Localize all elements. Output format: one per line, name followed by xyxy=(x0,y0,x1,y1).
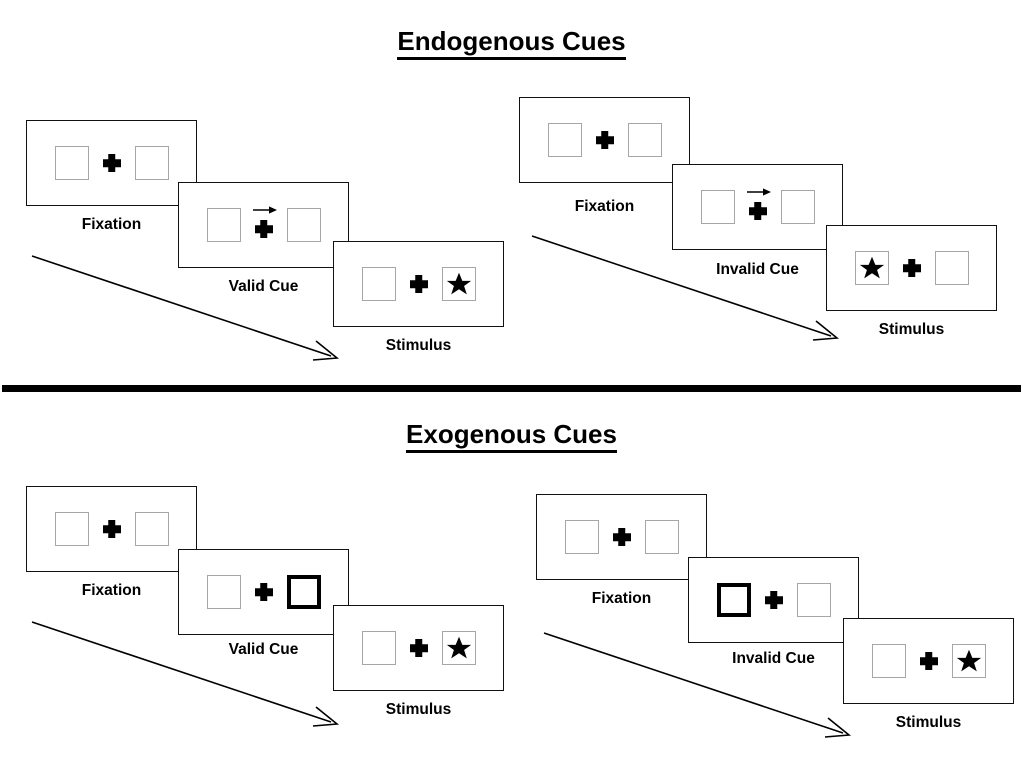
panel-exo-valid-stimulus xyxy=(333,605,504,691)
fixation-cross-icon xyxy=(612,527,632,547)
panel-exo-invalid-stimulus xyxy=(843,618,1014,704)
caption-exo-valid-cue: Valid Cue xyxy=(228,641,299,658)
stimulus-box-right-cued xyxy=(286,575,321,609)
stimulus-box-left xyxy=(361,631,396,665)
stimulus-box-left xyxy=(871,644,906,678)
stimulus-box-right-with-star xyxy=(951,644,986,678)
fixation-cross-icon xyxy=(764,590,784,610)
page-title-exogenous-text: Exogenous Cues xyxy=(406,420,617,454)
stimulus-box-left xyxy=(547,123,582,157)
star-icon xyxy=(859,256,884,279)
stimulus-box-left xyxy=(54,146,89,180)
stimulus-box-left-cued xyxy=(716,583,751,617)
caption-exo-invalid-stimulus: Stimulus xyxy=(895,714,962,731)
panel-endo-valid-cue xyxy=(178,182,349,268)
fixation-cross-icon xyxy=(595,130,615,150)
stimulus-box-right xyxy=(134,512,169,546)
caption-endo-invalid-cue: Invalid Cue xyxy=(716,261,799,278)
fixation-cross-icon xyxy=(409,638,429,658)
endogenous-invalid-timeline-arrow xyxy=(531,235,840,341)
star-icon xyxy=(446,272,471,295)
exogenous-invalid-timeline-arrow xyxy=(543,632,852,738)
panel-endo-invalid-cue xyxy=(672,164,843,250)
stimulus-box-right xyxy=(627,123,662,157)
page-title-endogenous: Endogenous Cues xyxy=(0,26,1023,61)
fixation-cross-icon xyxy=(748,201,768,221)
star-icon xyxy=(446,636,471,659)
panel-exo-valid-fixation xyxy=(26,486,197,572)
stimulus-box-left xyxy=(700,190,735,224)
fixation-cross-icon xyxy=(902,258,922,278)
stimulus-box-left xyxy=(206,575,241,609)
fixation-cross-icon xyxy=(254,219,274,239)
caption-endo-invalid-stimulus: Stimulus xyxy=(878,321,945,338)
panel-endo-valid-fixation xyxy=(26,120,197,206)
star-icon xyxy=(956,649,981,672)
fixation-cross-icon xyxy=(409,274,429,294)
stimulus-box-right xyxy=(796,583,831,617)
stimulus-box-left xyxy=(564,520,599,554)
caption-endo-valid-stimulus: Stimulus xyxy=(385,337,452,354)
caption-exo-valid-stimulus: Stimulus xyxy=(385,701,452,718)
page-title-exogenous: Exogenous Cues xyxy=(0,419,1023,454)
arrow-right-icon xyxy=(746,188,771,196)
endogenous-valid-timeline-arrow xyxy=(31,255,340,361)
panel-endo-invalid-stimulus xyxy=(826,225,997,311)
fixation-cross-icon xyxy=(254,582,274,602)
caption-exo-invalid-cue: Invalid Cue xyxy=(732,650,815,667)
stimulus-box-right xyxy=(934,251,969,285)
caption-endo-valid-fixation: Fixation xyxy=(81,216,142,233)
section-divider xyxy=(2,385,1021,392)
stimulus-box-left xyxy=(54,512,89,546)
caption-endo-invalid-fixation: Fixation xyxy=(574,198,635,215)
panel-endo-invalid-fixation xyxy=(519,97,690,183)
stimulus-box-left xyxy=(361,267,396,301)
endogenous-arrow-cue-group xyxy=(746,188,771,217)
caption-exo-valid-fixation: Fixation xyxy=(81,582,142,599)
arrow-right-icon xyxy=(252,206,277,214)
stimulus-box-right xyxy=(780,190,815,224)
stimulus-box-right-with-star xyxy=(441,631,476,665)
caption-endo-valid-cue: Valid Cue xyxy=(228,278,299,295)
fixation-cross-icon xyxy=(102,519,122,539)
fixation-cross-icon xyxy=(919,651,939,671)
exogenous-valid-timeline-arrow xyxy=(31,621,340,727)
stimulus-box-right xyxy=(134,146,169,180)
stimulus-box-right xyxy=(644,520,679,554)
caption-exo-invalid-fixation: Fixation xyxy=(591,590,652,607)
stimulus-box-right xyxy=(286,208,321,242)
endogenous-arrow-cue-group xyxy=(252,206,277,235)
panel-exo-valid-cue xyxy=(178,549,349,635)
panel-exo-invalid-fixation xyxy=(536,494,707,580)
fixation-cross-icon xyxy=(102,153,122,173)
panel-exo-invalid-cue xyxy=(688,557,859,643)
page-title-endogenous-text: Endogenous Cues xyxy=(397,27,626,61)
stimulus-box-left xyxy=(206,208,241,242)
stimulus-box-left-with-star xyxy=(854,251,889,285)
stimulus-box-right-with-star xyxy=(441,267,476,301)
panel-endo-valid-stimulus xyxy=(333,241,504,327)
